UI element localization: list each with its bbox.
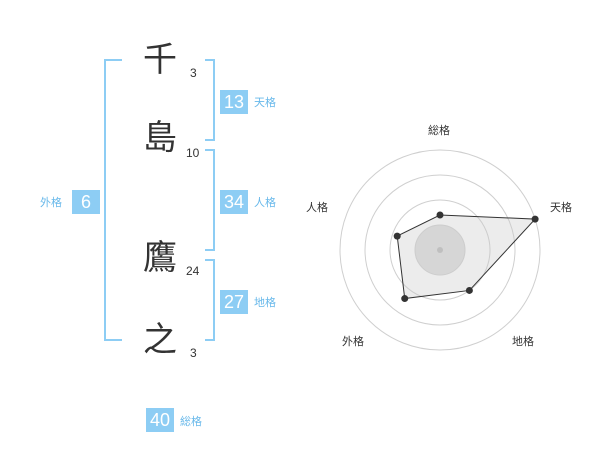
jinkaku-bracket	[205, 149, 215, 251]
name-char-1: 千	[143, 40, 177, 80]
radar-point-1	[531, 215, 539, 223]
radar-center	[437, 247, 443, 253]
gaikaku-label: 外格	[40, 196, 62, 209]
chikaku-label: 地格	[254, 296, 276, 309]
radar-label-gaikaku: 外格	[342, 335, 364, 348]
radar-point-0	[436, 211, 444, 219]
tenkaku-bracket	[205, 59, 215, 141]
chikaku-bracket	[205, 259, 215, 341]
name-char-2: 島	[143, 118, 177, 158]
soukaku-label: 総格	[180, 415, 202, 428]
radar-ring	[364, 174, 516, 326]
tenkaku-value: 13	[220, 90, 248, 114]
radar-point-2	[465, 286, 473, 294]
radar-ring	[339, 149, 541, 351]
gaikaku-bracket	[104, 59, 122, 341]
name-char-3: 鷹	[143, 238, 177, 278]
stroke-count-3: 24	[186, 264, 200, 278]
radar-point-3	[401, 295, 409, 303]
radar-point-4	[393, 232, 401, 240]
stroke-count-2: 10	[186, 146, 200, 160]
jinkaku-value: 34	[220, 190, 248, 214]
radar-label-tenkaku: 天格	[550, 201, 572, 214]
stroke-count-4: 3	[190, 346, 197, 360]
chikaku-value: 27	[220, 290, 248, 314]
gaikaku-value: 6	[72, 190, 100, 214]
radar-ring	[389, 199, 491, 301]
radar-label-jinkaku: 人格	[306, 201, 328, 214]
jinkaku-label: 人格	[254, 196, 276, 209]
radar-polygon	[396, 214, 537, 300]
radar-label-chikaku: 地格	[512, 335, 534, 348]
radar-label-soukaku: 総格	[428, 124, 450, 137]
stroke-count-1: 3	[190, 66, 197, 80]
soukaku-value: 40	[146, 408, 174, 432]
tenkaku-label: 天格	[254, 96, 276, 109]
name-char-4: 之	[143, 320, 177, 360]
